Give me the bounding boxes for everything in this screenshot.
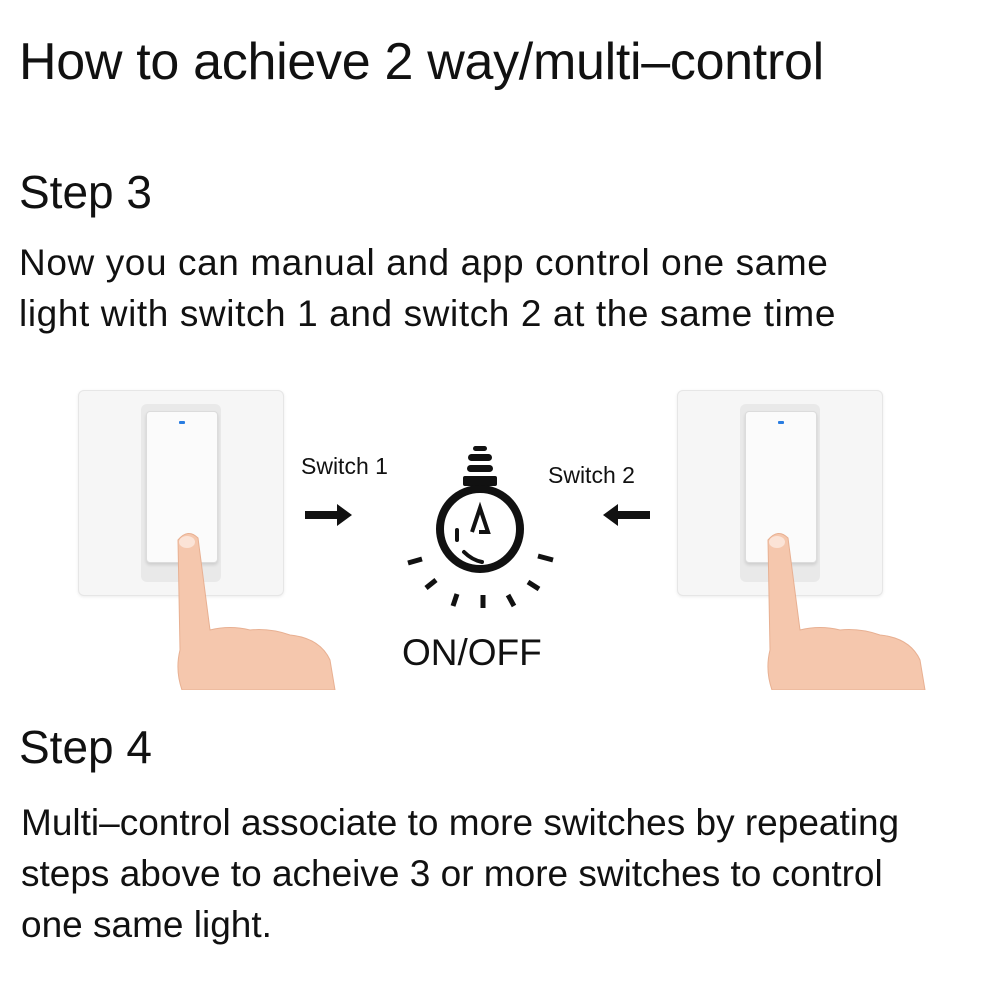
pointing-hand-icon — [177, 533, 336, 690]
light-bulb-icon — [407, 446, 554, 608]
step4-text-line3: one same light. — [21, 904, 272, 945]
led-indicator — [778, 421, 784, 424]
step4-heading: Step 4 — [19, 721, 152, 773]
on-off-label: ON/OFF — [402, 632, 542, 673]
switch-2-label: Switch 2 — [548, 462, 635, 488]
page-title: How to achieve 2 way/multi–control — [19, 33, 824, 91]
arrow-left-icon — [603, 504, 650, 526]
step4-text-line2: steps above to acheive 3 or more switche… — [21, 853, 883, 894]
step4-text-line1: Multi–control associate to more switches… — [21, 802, 900, 843]
switch-1-label: Switch 1 — [301, 453, 388, 479]
step3-heading: Step 3 — [19, 166, 152, 218]
pointing-hand-icon — [767, 533, 926, 690]
arrow-right-icon — [305, 504, 352, 526]
led-indicator — [179, 421, 185, 424]
step3-text-line1: Now you can manual and app control one s… — [19, 242, 829, 283]
step3-text-line2: light with switch 1 and switch 2 at the … — [19, 293, 837, 334]
